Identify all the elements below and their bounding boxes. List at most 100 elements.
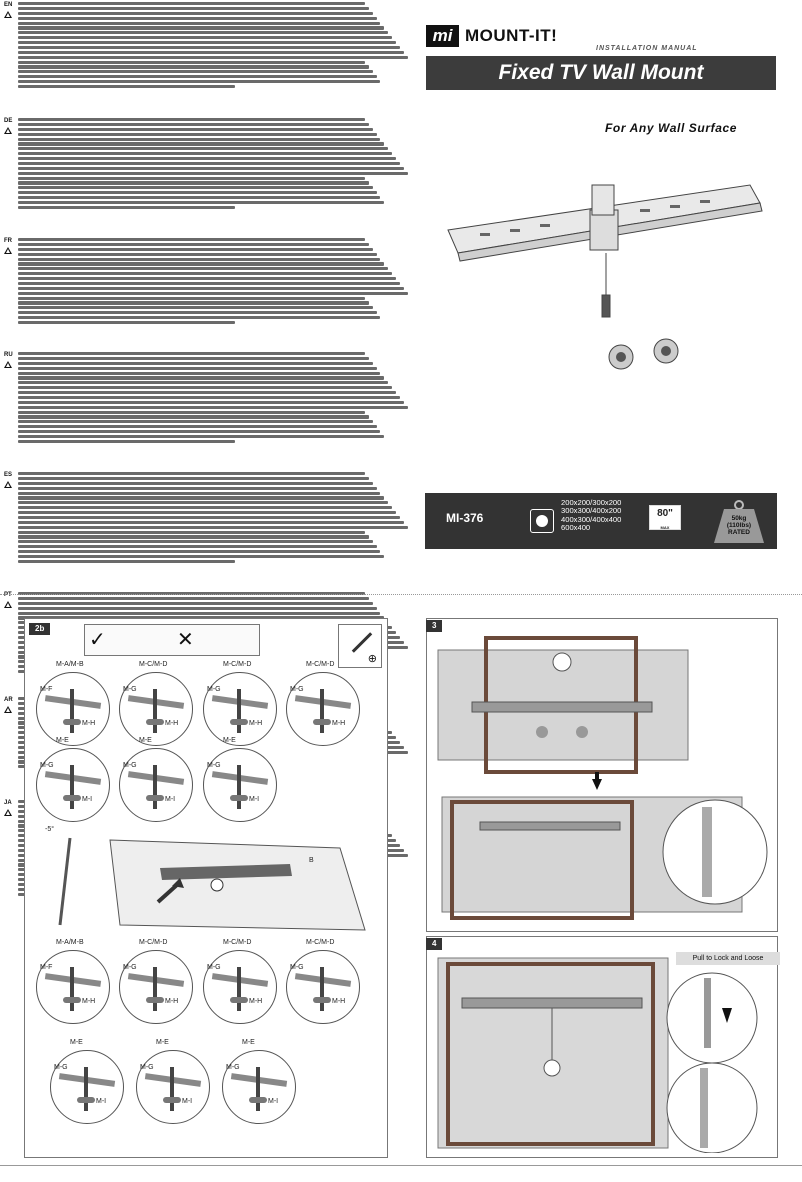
callout-label: M-F bbox=[40, 686, 53, 693]
callout-label: M-H bbox=[165, 998, 179, 1005]
assembly-diagram bbox=[36, 748, 110, 822]
assembly-label: M-A/M-B bbox=[56, 661, 84, 668]
lang-code: JA bbox=[4, 800, 12, 806]
lang-code: FR bbox=[4, 238, 12, 244]
assembly-label: M-C/M-D bbox=[139, 661, 168, 668]
assembly-diagram bbox=[203, 672, 277, 746]
assembly-diagram bbox=[119, 672, 193, 746]
callout-label: M-G bbox=[140, 1064, 154, 1071]
warning-icon bbox=[4, 809, 12, 816]
page-bottom-rule bbox=[0, 1165, 802, 1166]
callout-label: M-G bbox=[40, 762, 54, 769]
callout-label: M-G bbox=[226, 1064, 240, 1071]
screwdriver-icon bbox=[351, 632, 373, 653]
lang-code: ES bbox=[4, 472, 13, 478]
step-4-tag: 4 bbox=[426, 938, 443, 950]
callout-label: M-F bbox=[40, 964, 53, 971]
assembly-diagram bbox=[203, 950, 277, 1024]
manual-label: INSTALLATION MANUAL bbox=[596, 45, 698, 52]
callout-label: M-I bbox=[165, 796, 176, 803]
warning-icon bbox=[4, 361, 12, 368]
assembly-diagram bbox=[36, 950, 110, 1024]
assembly-label: M-E bbox=[156, 1039, 169, 1046]
tilt-angle: -5° bbox=[45, 826, 55, 833]
product-title: Fixed TV Wall Mount bbox=[426, 56, 776, 90]
model-number: MI-376 bbox=[446, 511, 484, 525]
assembly-diagram bbox=[286, 672, 360, 746]
check-icon: ✓ bbox=[89, 629, 106, 651]
callout-label: M-G bbox=[54, 1064, 68, 1071]
warning-icon bbox=[4, 706, 12, 713]
warning-icon bbox=[4, 601, 12, 608]
weight-rating-text: 50kg(110lbs)RATED bbox=[726, 515, 752, 536]
lang-code: AR bbox=[4, 697, 13, 703]
callout-label: M-G bbox=[207, 762, 221, 769]
assembly-diagram bbox=[50, 1050, 124, 1124]
warning-icon bbox=[4, 247, 12, 254]
callout-label: M-I bbox=[96, 1098, 107, 1105]
assembly-diagram bbox=[36, 672, 110, 746]
step-2b-tag: 2b bbox=[29, 623, 51, 635]
assembly-label: M-C/M-D bbox=[139, 939, 168, 946]
assembly-label: M-A/M-B bbox=[56, 939, 84, 946]
lang-code: PT bbox=[4, 592, 12, 598]
step-3-illustration bbox=[437, 636, 768, 920]
warning-icon bbox=[4, 127, 12, 134]
warning-icon bbox=[4, 481, 12, 488]
max-screen-size: 80"MAX bbox=[649, 505, 681, 530]
callout-label: M-H bbox=[249, 998, 263, 1005]
callout-label: M-G bbox=[123, 762, 137, 769]
callout-label: M-G bbox=[207, 964, 221, 971]
assembly-diagram bbox=[136, 1050, 210, 1124]
screwdriver-box: ⊕ bbox=[338, 624, 382, 668]
brand-name: MOUNT-IT! bbox=[465, 26, 558, 45]
lang-code: EN bbox=[4, 2, 13, 8]
assembly-label: M-E bbox=[242, 1039, 255, 1046]
assembly-diagram bbox=[203, 748, 277, 822]
callout-label: M-G bbox=[123, 964, 137, 971]
callout-label: M-H bbox=[82, 998, 96, 1005]
callout-label: M-H bbox=[82, 720, 96, 727]
callout-label: M-G bbox=[123, 686, 137, 693]
phillips-icon: ⊕ bbox=[367, 653, 377, 665]
warning-icon bbox=[4, 11, 12, 18]
callout-label: M-G bbox=[290, 686, 304, 693]
pull-to-lock-label: Pull to Lock and Loose bbox=[676, 952, 780, 965]
callout-label: M-I bbox=[249, 796, 260, 803]
vesa-icon bbox=[530, 509, 554, 533]
assembly-label: M-C/M-D bbox=[306, 939, 335, 946]
callout-label: M-H bbox=[165, 720, 179, 727]
assembly-diagram bbox=[119, 950, 193, 1024]
part-b-label: B bbox=[309, 857, 314, 864]
assembly-diagram bbox=[222, 1050, 296, 1124]
assembly-label: M-C/M-D bbox=[223, 939, 252, 946]
lang-code: RU bbox=[4, 352, 13, 358]
callout-label: M-G bbox=[290, 964, 304, 971]
callout-label: M-I bbox=[182, 1098, 193, 1105]
product-subtitle: For Any Wall Surface bbox=[605, 121, 738, 135]
assembly-label: M-E bbox=[139, 737, 152, 744]
callout-label: M-H bbox=[249, 720, 263, 727]
assembly-label: M-C/M-D bbox=[306, 661, 335, 668]
callout-label: M-I bbox=[82, 796, 93, 803]
lang-code: DE bbox=[4, 118, 13, 124]
step-4-illustration bbox=[437, 957, 758, 1153]
hardware-legend: ✓ ✕ bbox=[84, 624, 260, 656]
assembly-label: M-E bbox=[223, 737, 236, 744]
assembly-diagram bbox=[286, 950, 360, 1024]
cross-icon: ✕ bbox=[177, 629, 194, 651]
assembly-label: M-E bbox=[56, 737, 69, 744]
step-3-tag: 3 bbox=[426, 620, 443, 632]
callout-label: M-G bbox=[207, 686, 221, 693]
assembly-label: M-E bbox=[70, 1039, 83, 1046]
weight-rating-icon bbox=[714, 500, 764, 543]
callout-label: M-H bbox=[332, 720, 346, 727]
cut-line bbox=[0, 594, 802, 595]
tv-back-illustration bbox=[58, 837, 366, 931]
assembly-label: M-C/M-D bbox=[223, 661, 252, 668]
mount-illustration bbox=[447, 184, 763, 370]
assembly-diagram bbox=[119, 748, 193, 822]
callout-label: M-I bbox=[268, 1098, 279, 1105]
brand-logo-mark: mi bbox=[426, 25, 459, 47]
